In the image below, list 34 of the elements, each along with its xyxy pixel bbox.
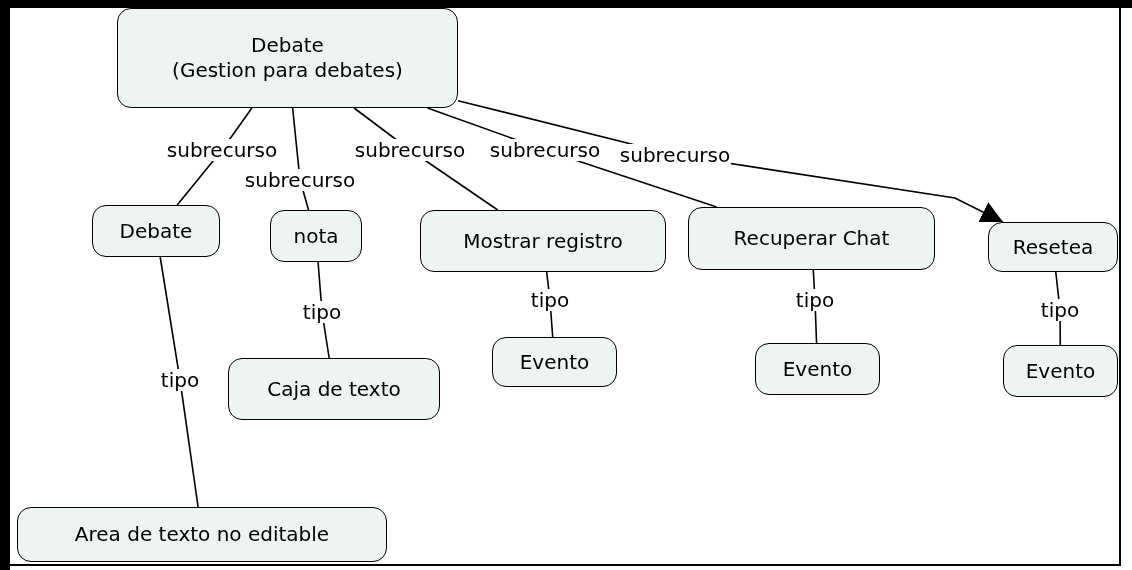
concept-box [92, 205, 220, 257]
concept-text: Evento [519, 349, 590, 375]
concept-box [988, 222, 1118, 272]
concept-box [755, 343, 880, 395]
concept-text: Evento [782, 356, 853, 382]
edge-label: tipo [159, 369, 201, 391]
concept-text: Mostrar registro [463, 228, 623, 254]
concept-text: nota [293, 223, 339, 249]
concept-box [420, 210, 666, 272]
edge-label: tipo [1039, 299, 1081, 321]
edge-label: tipo [794, 289, 836, 311]
edge-label: tipo [301, 301, 343, 323]
concept-box [492, 337, 617, 387]
edge-label: subrecurso [488, 139, 602, 161]
concept-text: Area de texto no editable [74, 522, 330, 547]
concept-text: Resetea [1012, 234, 1094, 260]
concept-box [688, 207, 935, 270]
concept-text: (Gestion para debates) [172, 58, 403, 83]
edge-label: subrecurso [618, 144, 732, 166]
concept-box [228, 358, 440, 420]
edge-label: tipo [529, 289, 571, 311]
concept-text: Debate [251, 33, 324, 58]
concept-text: Caja de texto [267, 376, 401, 402]
concept-box [17, 507, 387, 562]
connector-line [159, 256, 199, 508]
concept-box [270, 210, 362, 262]
edge-label: subrecurso [165, 139, 279, 161]
concept-text: Debate [119, 218, 193, 244]
edge-label: subrecurso [353, 139, 467, 161]
concept-box [117, 8, 458, 108]
concept-box [1003, 345, 1118, 397]
concept-text: Recuperar Chat [733, 226, 890, 251]
concept-text: Evento [1025, 358, 1096, 384]
edge-label: subrecurso [243, 169, 357, 191]
